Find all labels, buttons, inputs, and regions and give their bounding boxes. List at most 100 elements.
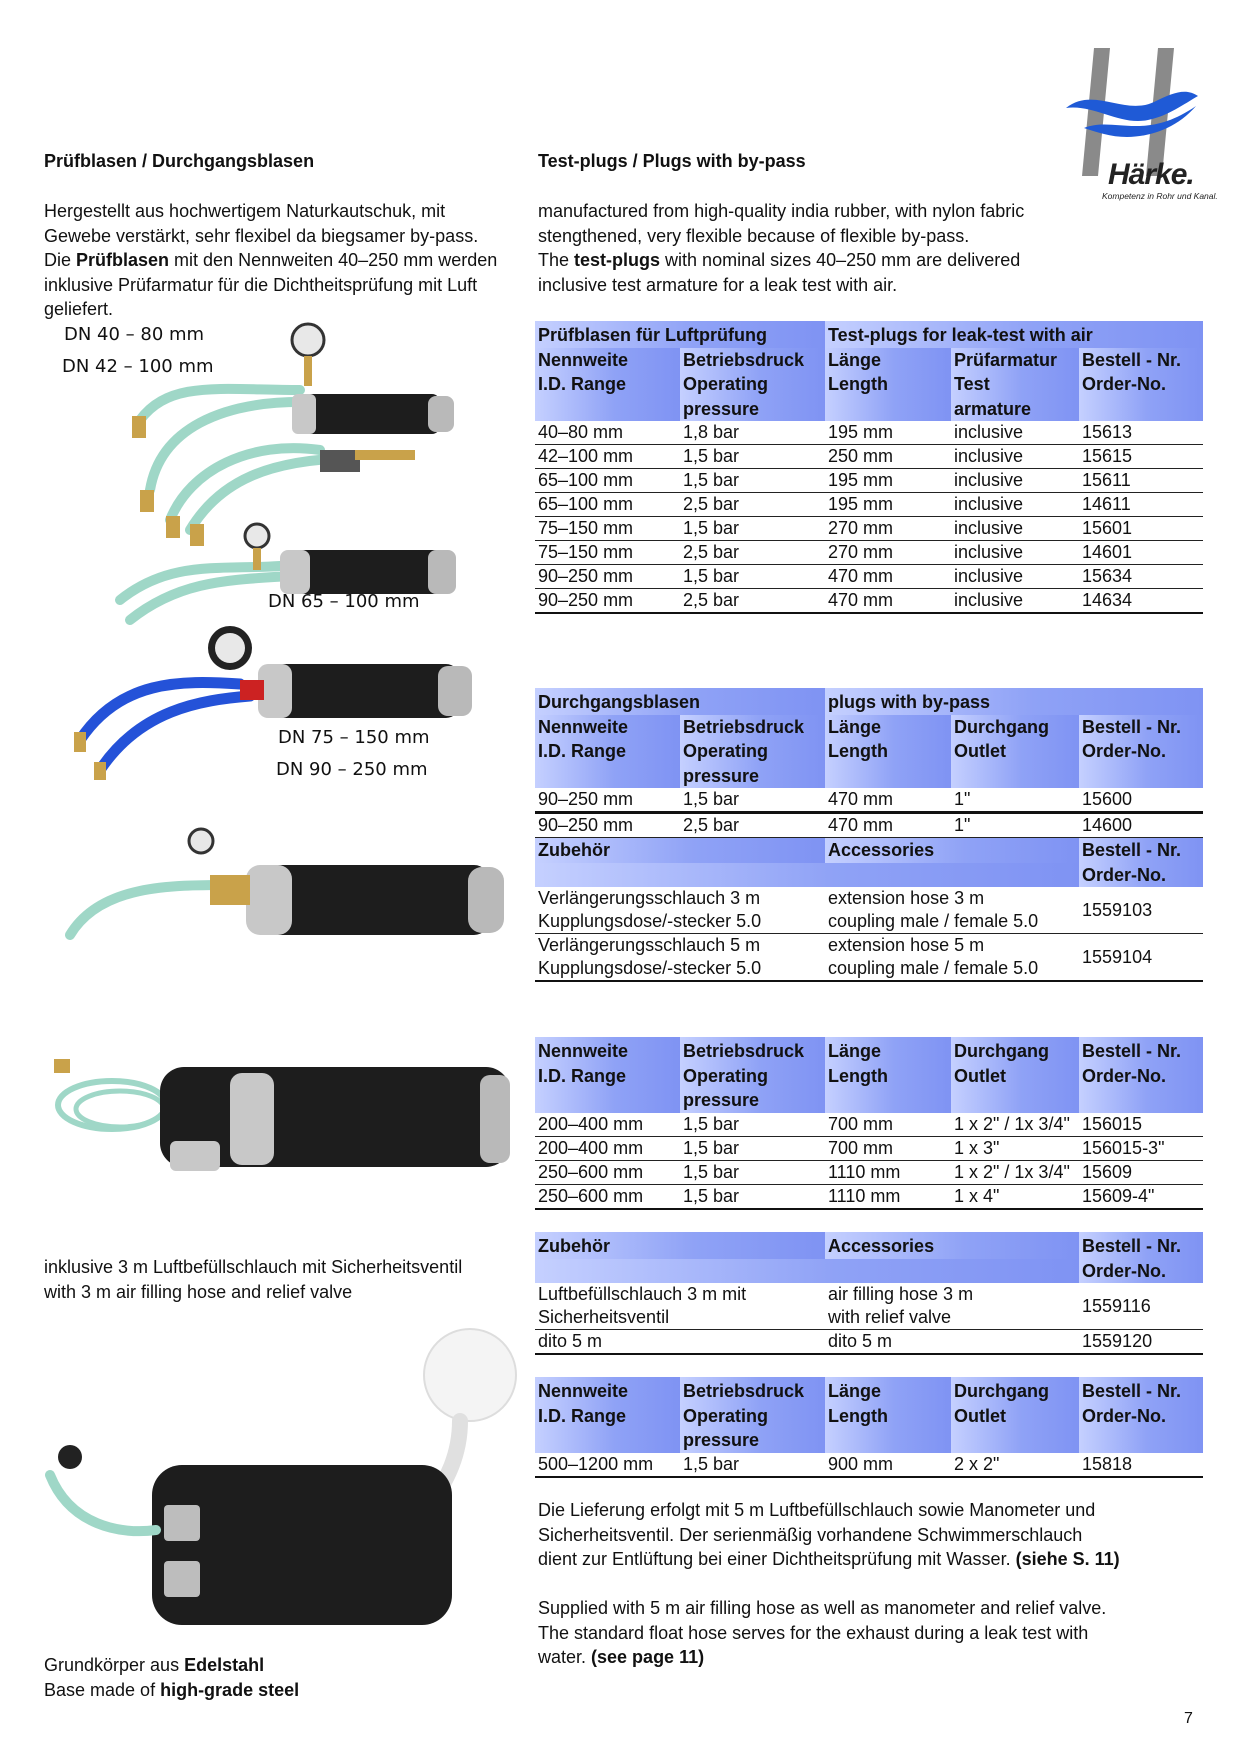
table-row: 90–250 mm 2,5 bar 470 mm 1" 14600: [535, 812, 1204, 838]
cell: 470 mm: [825, 788, 952, 814]
intro-en-line: stengthened, very flexible because of fl…: [538, 225, 970, 246]
cell: 200–400 mm: [535, 1136, 680, 1161]
cell: 1,5 bar: [680, 1112, 825, 1137]
acc-header-order: Order-No.: [1079, 862, 1204, 887]
col-header: Order-No.: [1079, 1063, 1203, 1088]
base-material-note: Grundkörper aus Edelstahl Base made of h…: [44, 1653, 299, 1702]
col-header: Durchgang: [951, 1377, 1079, 1404]
intro-de-line: Gewebe verstärkt, sehr flexibel da biegs…: [44, 225, 479, 246]
table-bypass-plugs: Durchgangsblasen plugs with by-pass Nenn…: [535, 688, 1204, 982]
col-header: [825, 763, 952, 788]
col-header: [951, 763, 1080, 788]
cell: inclusive: [951, 540, 1080, 565]
cell: 2 x 2": [951, 1452, 1079, 1478]
col-header: Order-No.: [1079, 739, 1204, 764]
col-header: Outlet: [951, 1063, 1079, 1088]
cell: 75–150 mm: [535, 540, 680, 565]
cell: 1110 mm: [825, 1160, 951, 1185]
cell: 1,5 bar: [680, 788, 826, 814]
col-header: I.D. Range: [535, 1403, 680, 1428]
cell: 250 mm: [825, 444, 952, 469]
intro-en-line: manufactured from high-quality india rub…: [538, 201, 1025, 221]
col-header: I.D. Range: [535, 372, 680, 397]
large-test-plug-image: [54, 1059, 510, 1171]
cell: 195 mm: [825, 492, 952, 517]
cell: 200–400 mm: [535, 1112, 680, 1137]
cell: 1559103: [1079, 887, 1204, 934]
cell: 42–100 mm: [535, 444, 680, 469]
table-large-plugs: Nennweite Betriebsdruck Länge Durchgang …: [535, 1037, 1203, 1210]
col-header: [951, 1428, 1079, 1453]
cell: 90–250 mm: [535, 812, 680, 838]
dn-label: DN 90 – 250 mm: [276, 759, 428, 780]
acc-header-de: Zubehör: [535, 1232, 825, 1259]
acc-header-order: Order-No.: [1079, 1258, 1204, 1283]
accessories-header-row: Zubehör Accessories Bestell - Nr.: [535, 1232, 1204, 1259]
cell: 1": [951, 812, 1080, 838]
cell: 65–100 mm: [535, 492, 680, 517]
cell: 1559104: [1079, 933, 1204, 982]
col-header: [825, 1088, 951, 1113]
cell: 15601: [1079, 516, 1204, 541]
table-row: 90–250 mm 1,5 bar 470 mm 1" 15600: [535, 788, 1204, 814]
cell: 1,5 bar: [680, 1452, 825, 1478]
col-header: Länge: [825, 1377, 951, 1404]
delivery-note-de: Die Lieferung erfolgt mit 5 m Luftbefüll…: [538, 1498, 1198, 1572]
cell: 65–100 mm: [535, 468, 680, 493]
cell: 1 x 3": [951, 1136, 1079, 1161]
cell: 15611: [1079, 468, 1204, 493]
accessories-header-row: Zubehör Accessories Bestell - Nr.: [535, 837, 1204, 863]
table-header-row: Nennweite Betriebsdruck Länge Durchgang …: [535, 1377, 1203, 1404]
cell: inclusive: [951, 492, 1080, 517]
dn-label: DN 75 – 150 mm: [278, 727, 430, 748]
intro-en-line: The test-plugs with nominal sizes 40–250…: [538, 250, 1021, 270]
cell: 1559116: [1079, 1283, 1204, 1330]
cell: 700 mm: [825, 1136, 951, 1161]
note-line: dient zur Entlüftung bei einer Dichtheit…: [538, 1549, 1120, 1569]
col-header: Durchgang: [951, 714, 1080, 739]
col-header: Betriebsdruck: [680, 1377, 825, 1404]
acc-header-blank: [535, 1258, 1080, 1283]
col-header: pressure: [680, 1428, 825, 1453]
col-header: Bestell - Nr.: [1079, 1037, 1203, 1064]
col-header: Operating: [680, 372, 826, 397]
accessories-header-row: Order-No.: [535, 1258, 1204, 1283]
col-header: Durchgang: [951, 1037, 1079, 1064]
note-line: water. (see page 11): [538, 1647, 705, 1667]
cell: 2,5 bar: [680, 540, 826, 565]
cell: 250–600 mm: [535, 1184, 680, 1210]
cell: 500–1200 mm: [535, 1452, 680, 1478]
col-header: I.D. Range: [535, 1063, 680, 1088]
base-note-line: Grundkörper aus Edelstahl: [44, 1655, 265, 1675]
cell: inclusive: [951, 564, 1080, 589]
table-bigplug: Nennweite Betriebsdruck Länge Durchgang …: [535, 1377, 1203, 1478]
logo-wordmark: Härke.: [1108, 158, 1195, 191]
cell: 470 mm: [825, 588, 952, 614]
cell: 156015: [1079, 1112, 1203, 1137]
cell: 1,5 bar: [680, 1136, 825, 1161]
cell: 195 mm: [825, 468, 952, 493]
cell: 1,5 bar: [680, 444, 826, 469]
table-title-row: Durchgangsblasen plugs with by-pass: [535, 688, 1204, 715]
cell: inclusive: [951, 516, 1080, 541]
table-header-row: I.D. Range Operating Length Test Order-N…: [535, 372, 1204, 397]
intro-de-line: Die Prüfblasen mit den Nennweiten 40–250…: [44, 250, 498, 270]
acc-header-order: Bestell - Nr.: [1079, 837, 1204, 863]
note-line: Supplied with 5 m air filling hose as we…: [538, 1598, 1107, 1618]
dn-label: DN 65 – 100 mm: [268, 591, 420, 612]
cell: 2,5 bar: [680, 812, 826, 838]
col-header: Order-No.: [1079, 372, 1204, 397]
cell: 90–250 mm: [535, 788, 680, 814]
